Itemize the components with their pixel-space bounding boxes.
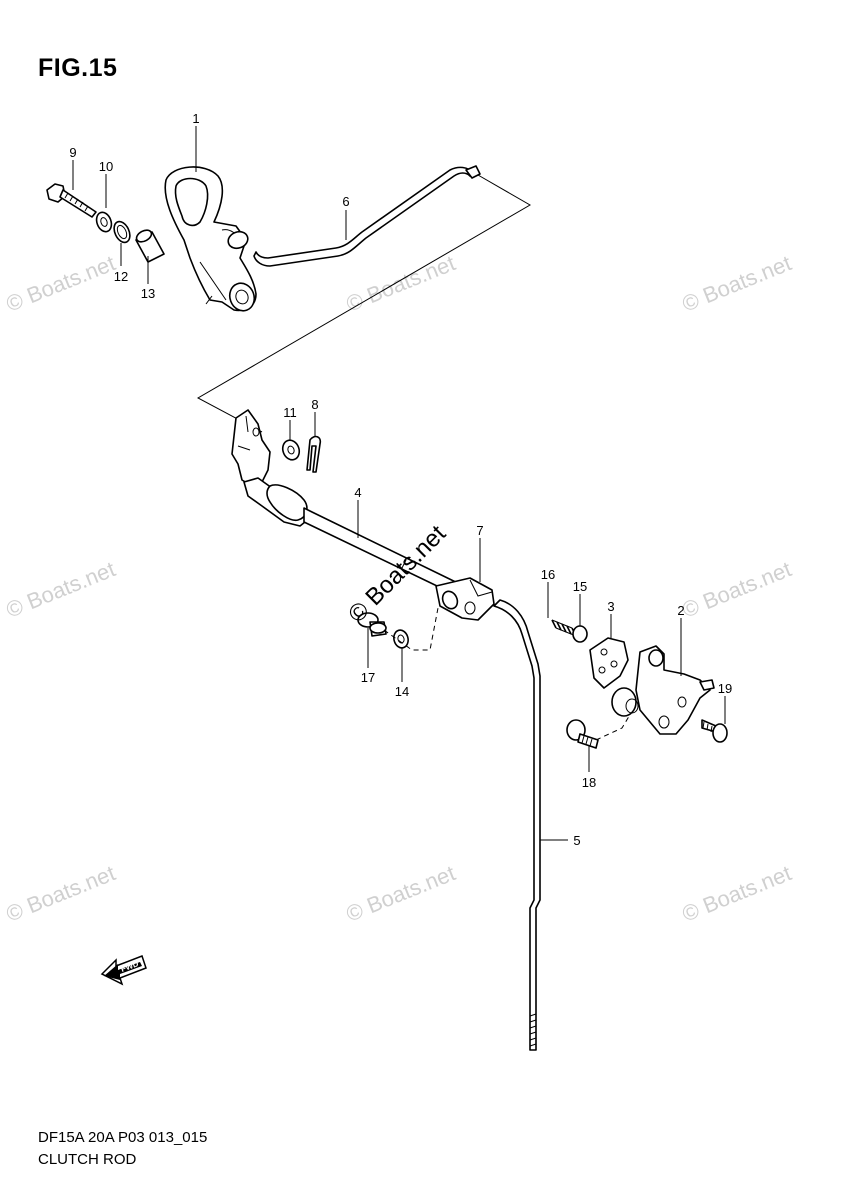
watermark: © Boats.net <box>3 250 119 316</box>
part-3-detent-plate <box>589 637 629 689</box>
callout-10: 10 <box>99 159 113 174</box>
part-2-cam-bracket <box>611 645 715 735</box>
callout-3: 3 <box>607 599 614 614</box>
part-19-screw <box>701 719 728 743</box>
callout-4: 4 <box>354 485 361 500</box>
callout-6: 6 <box>342 194 349 209</box>
part-8-cotter-pin <box>306 435 322 473</box>
watermark: © Boats.net <box>679 250 795 316</box>
callout-2: 2 <box>677 603 684 618</box>
part-11-washer <box>281 439 301 461</box>
part-4-clutch-shaft <box>231 409 469 599</box>
part-1-clutch-lever <box>164 166 257 312</box>
part-6-link-rod <box>253 165 481 267</box>
part-10-washer <box>95 211 113 233</box>
callout-17: 17 <box>361 670 375 685</box>
callout-5: 5 <box>573 833 580 848</box>
part-17-bolt <box>357 612 387 637</box>
watermark: © Boats.net <box>343 860 459 926</box>
part-13-bushing <box>135 229 165 263</box>
callout-14: 14 <box>395 684 409 699</box>
callout-15: 15 <box>573 579 587 594</box>
figure-title: FIG.15 <box>38 54 118 82</box>
watermark: © Boats.net <box>343 250 459 316</box>
callout-18: 18 <box>582 775 596 790</box>
watermark: © Boats.net <box>3 860 119 926</box>
part-14-washer <box>393 629 409 649</box>
reference-lines <box>196 174 531 433</box>
callout-11: 11 <box>283 405 297 420</box>
callout-9: 9 <box>69 145 76 160</box>
part-15-detent-ball <box>572 625 588 643</box>
callout-19: 19 <box>718 681 732 696</box>
watermark: © Boats.net <box>679 860 795 926</box>
part-7-shift-block <box>435 577 495 621</box>
fwd-arrow-icon: FWD <box>100 955 147 986</box>
callout-8: 8 <box>311 397 318 412</box>
part-5-clutch-rod <box>493 599 541 1051</box>
dashed-assembly-lines <box>383 607 635 741</box>
callout-13: 13 <box>141 286 155 301</box>
watermark: © Boats.net <box>3 556 119 622</box>
callout-labels: 1 2 3 4 5 6 7 8 9 10 11 12 13 14 15 16 1… <box>69 111 732 848</box>
part-12-o-ring <box>113 220 131 244</box>
figure-code: DF15A 20A P03 013_015 <box>38 1129 208 1146</box>
figure-name: CLUTCH ROD <box>38 1151 137 1168</box>
callout-16: 16 <box>541 567 555 582</box>
callout-7: 7 <box>476 523 483 538</box>
watermark: © Boats.net <box>679 556 795 622</box>
assembly-reference-line <box>196 174 531 433</box>
part-9-bolt <box>46 183 97 218</box>
part-18-bolt <box>566 719 599 749</box>
callout-12: 12 <box>114 269 128 284</box>
leader-lines <box>72 126 726 841</box>
callout-1: 1 <box>192 111 199 126</box>
